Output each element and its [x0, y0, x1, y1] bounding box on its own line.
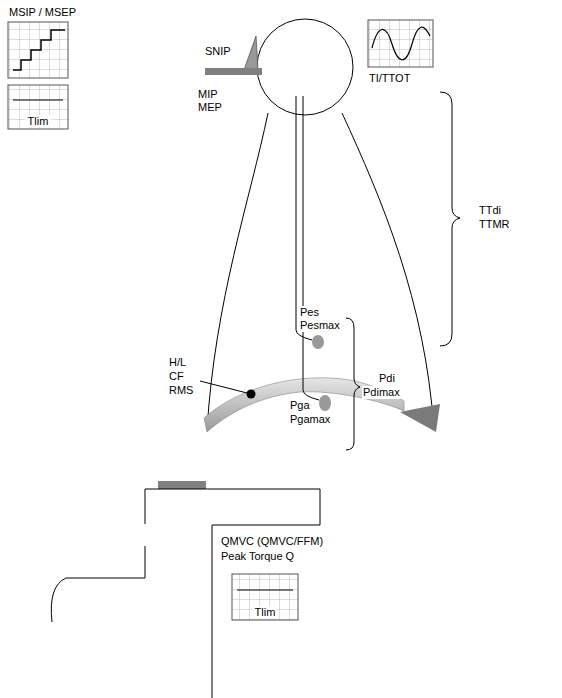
chart-box: Tlim	[232, 574, 298, 620]
endurance-chart	[8, 85, 68, 129]
chart-caption: Tlim	[26, 115, 51, 127]
measure-label: Pga	[289, 399, 311, 412]
endurance-trace	[237, 589, 293, 590]
chart-caption: Tlim	[253, 606, 278, 618]
measure-label: Pesmax	[299, 319, 341, 332]
measure-label: H/L	[168, 356, 187, 369]
breathing-chart	[368, 20, 433, 67]
gastric-catheter	[303, 96, 319, 400]
measure-label: QMVC (QMVC/FFM)	[220, 535, 324, 548]
endurance-trace	[13, 99, 63, 100]
measure-label: MEP	[197, 101, 223, 114]
measure-label: TTdi	[478, 204, 502, 217]
measure-label: MSIP / MSEP	[8, 6, 77, 19]
measure-label: RMS	[168, 384, 194, 397]
emg-electrode	[247, 390, 256, 399]
torso-left	[207, 113, 268, 430]
measure-label: MIP	[197, 88, 219, 101]
nasal-plug	[244, 36, 258, 70]
chart-box: Tlim	[8, 85, 68, 129]
oesophageal-catheter	[296, 96, 312, 340]
step-trace	[13, 30, 65, 70]
ttdi-bracket	[440, 92, 460, 346]
measure-label: Peak Torque Q	[220, 550, 295, 563]
breathing-trace	[372, 27, 430, 60]
gastric-balloon	[319, 395, 331, 411]
head-outline	[257, 19, 353, 115]
measure-label: TTMR	[478, 218, 511, 231]
measure-label: TI/TTOT	[368, 72, 411, 85]
leg-outline	[145, 489, 320, 698]
measure-label: Pdi	[378, 372, 396, 385]
measure-label: Pdimax	[362, 386, 401, 399]
force-transducer	[158, 481, 206, 489]
endurance-chart	[232, 574, 298, 620]
diaphragm	[204, 378, 404, 432]
measure-label: Pgamax	[289, 413, 331, 426]
oesophageal-balloon	[312, 335, 324, 349]
emg-leader	[200, 381, 247, 393]
pdi-bracket	[346, 318, 360, 450]
measure-label: Pes	[299, 306, 320, 319]
measure-label: CF	[168, 370, 185, 383]
measure-label: SNIP	[204, 45, 232, 58]
step-chart	[8, 22, 68, 78]
diaphragm-edge	[400, 404, 440, 432]
mouthpiece	[205, 68, 262, 75]
leg-outline-left	[51, 489, 145, 622]
